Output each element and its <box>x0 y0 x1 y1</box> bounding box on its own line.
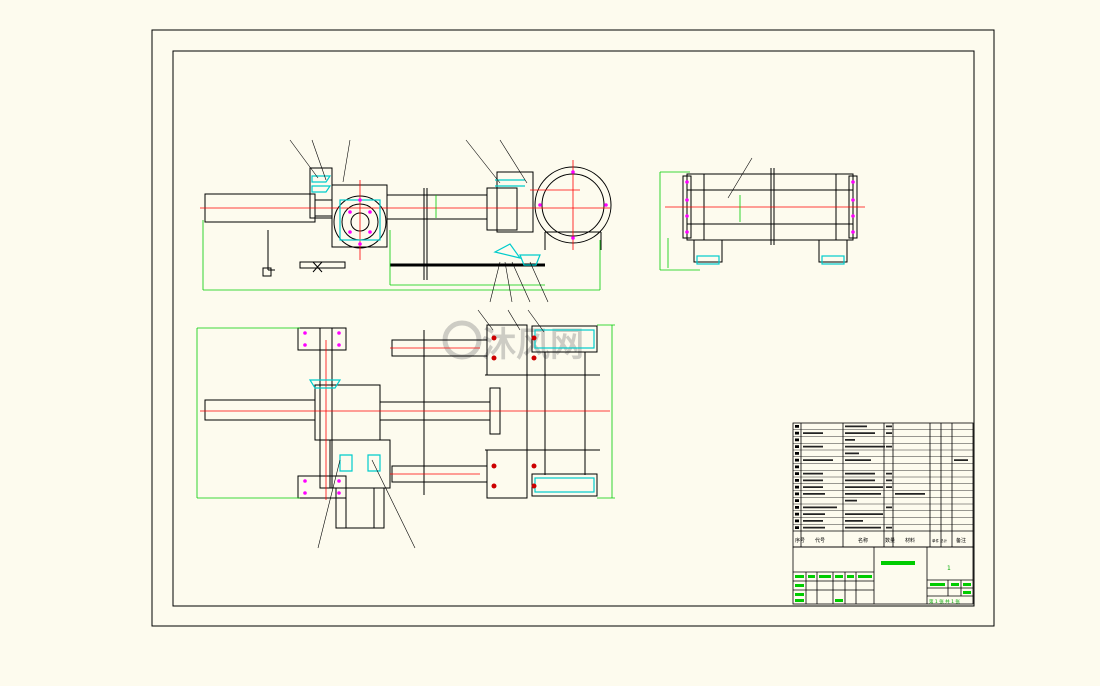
title-block-green-fills <box>795 561 971 602</box>
parts-list-entry-mark <box>845 432 875 434</box>
parts-list-entry-mark <box>886 445 892 448</box>
parts-list-index-mark <box>795 465 799 469</box>
parts-list-entry-mark <box>886 526 892 529</box>
parts-list-entry-mark <box>845 486 883 488</box>
parts-list-index-mark <box>795 452 799 455</box>
plan-view-centerline <box>200 340 610 500</box>
parts-list-index-mark <box>795 519 799 523</box>
sheet-label: 第 1 张 共 1 张 <box>929 598 960 605</box>
parts-list-entry-mark <box>803 506 837 509</box>
parts-list-index-mark <box>795 438 799 442</box>
parts-list-entry-mark <box>803 445 823 448</box>
side-view-accent <box>685 180 855 234</box>
plan-view-bolts <box>491 335 537 489</box>
parts-list-entry-mark <box>803 526 825 529</box>
parts-list-entry-mark <box>886 425 892 428</box>
watermark: 沐风网 <box>442 320 584 365</box>
parts-list-entry-mark <box>845 439 855 441</box>
front-view-upper-hatch <box>311 175 541 266</box>
header-name: 名称 <box>858 537 868 544</box>
plan-view-dimensions <box>196 324 615 499</box>
parts-list-entry-mark <box>803 479 823 482</box>
parts-list-entry-mark <box>803 520 823 522</box>
parts-list-entry-mark <box>845 479 875 482</box>
parts-list-entry-mark <box>845 459 871 461</box>
parts-list-index-mark <box>795 499 799 502</box>
front-view-upper <box>204 166 612 280</box>
parts-list-index-mark <box>795 512 799 516</box>
header-weight-unit: 单件 总计 <box>932 538 948 543</box>
parts-list-entry-mark <box>954 459 968 461</box>
parts-list-entry-mark <box>803 486 823 488</box>
parts-list-entry-mark <box>845 445 885 448</box>
header-material: 材料 <box>905 537 915 544</box>
parts-list-entry-mark <box>845 425 867 428</box>
parts-list-index-mark <box>795 485 799 489</box>
parts-list-entry-mark <box>845 499 857 502</box>
parts-list-entry-mark <box>803 432 823 434</box>
parts-list-entry-mark <box>845 472 875 475</box>
side-view <box>682 168 858 263</box>
front-view-upper-centerlines <box>200 160 610 260</box>
parts-list-index-mark <box>795 425 799 428</box>
parts-list-index-mark <box>795 431 799 435</box>
parts-list-entry-mark <box>845 452 859 455</box>
parts-list-index-mark <box>795 472 799 475</box>
parts-list-entry-mark <box>845 513 883 515</box>
side-view-leader <box>727 157 753 199</box>
side-view-dimensions <box>659 171 741 271</box>
front-view-upper-accent <box>348 170 608 246</box>
parts-list-entry-mark <box>886 432 892 434</box>
front-view-upper-dimensions <box>202 195 601 291</box>
parts-list-entry-mark <box>803 472 823 475</box>
header-index: 序号 <box>795 537 805 544</box>
parts-list-entry-mark <box>803 513 825 515</box>
inner-drawing-frame <box>172 50 975 607</box>
parts-list-entry-mark <box>895 493 925 495</box>
parts-list-entry-mark <box>886 472 892 475</box>
scale-label: 1 <box>947 565 951 572</box>
header-remark: 备注 <box>956 537 966 544</box>
parts-list-entry-mark <box>886 486 892 488</box>
parts-list-headers: 序号 代号 名称 数量 材料 单件 总计 备注 <box>795 537 966 544</box>
front-view-upper-leaders <box>289 139 549 303</box>
side-view-hatch <box>696 255 845 265</box>
parts-list-entry-mark <box>845 520 863 522</box>
parts-list-index-mark <box>795 506 799 509</box>
parts-list-entry-mark <box>886 506 892 509</box>
parts-list-entry-mark <box>886 479 892 482</box>
parts-list-index-mark <box>795 445 799 448</box>
parts-list-entry-mark <box>845 493 881 495</box>
parts-list-entry-mark <box>845 526 881 529</box>
header-qty: 数量 <box>885 537 895 544</box>
outer-sheet-border <box>151 29 995 627</box>
parts-list-rows <box>793 425 973 529</box>
plan-view-leaders <box>317 309 545 549</box>
parts-list-index-mark <box>795 458 799 462</box>
plan-view-accent <box>303 331 341 495</box>
parts-list-index-mark <box>795 492 799 496</box>
parts-list-index-mark <box>795 479 799 482</box>
header-code: 代号 <box>815 537 825 544</box>
title-block <box>792 546 974 605</box>
parts-list-index-mark <box>795 526 799 529</box>
parts-list-entry-mark <box>803 459 833 461</box>
parts-list-entry-mark <box>803 493 825 495</box>
